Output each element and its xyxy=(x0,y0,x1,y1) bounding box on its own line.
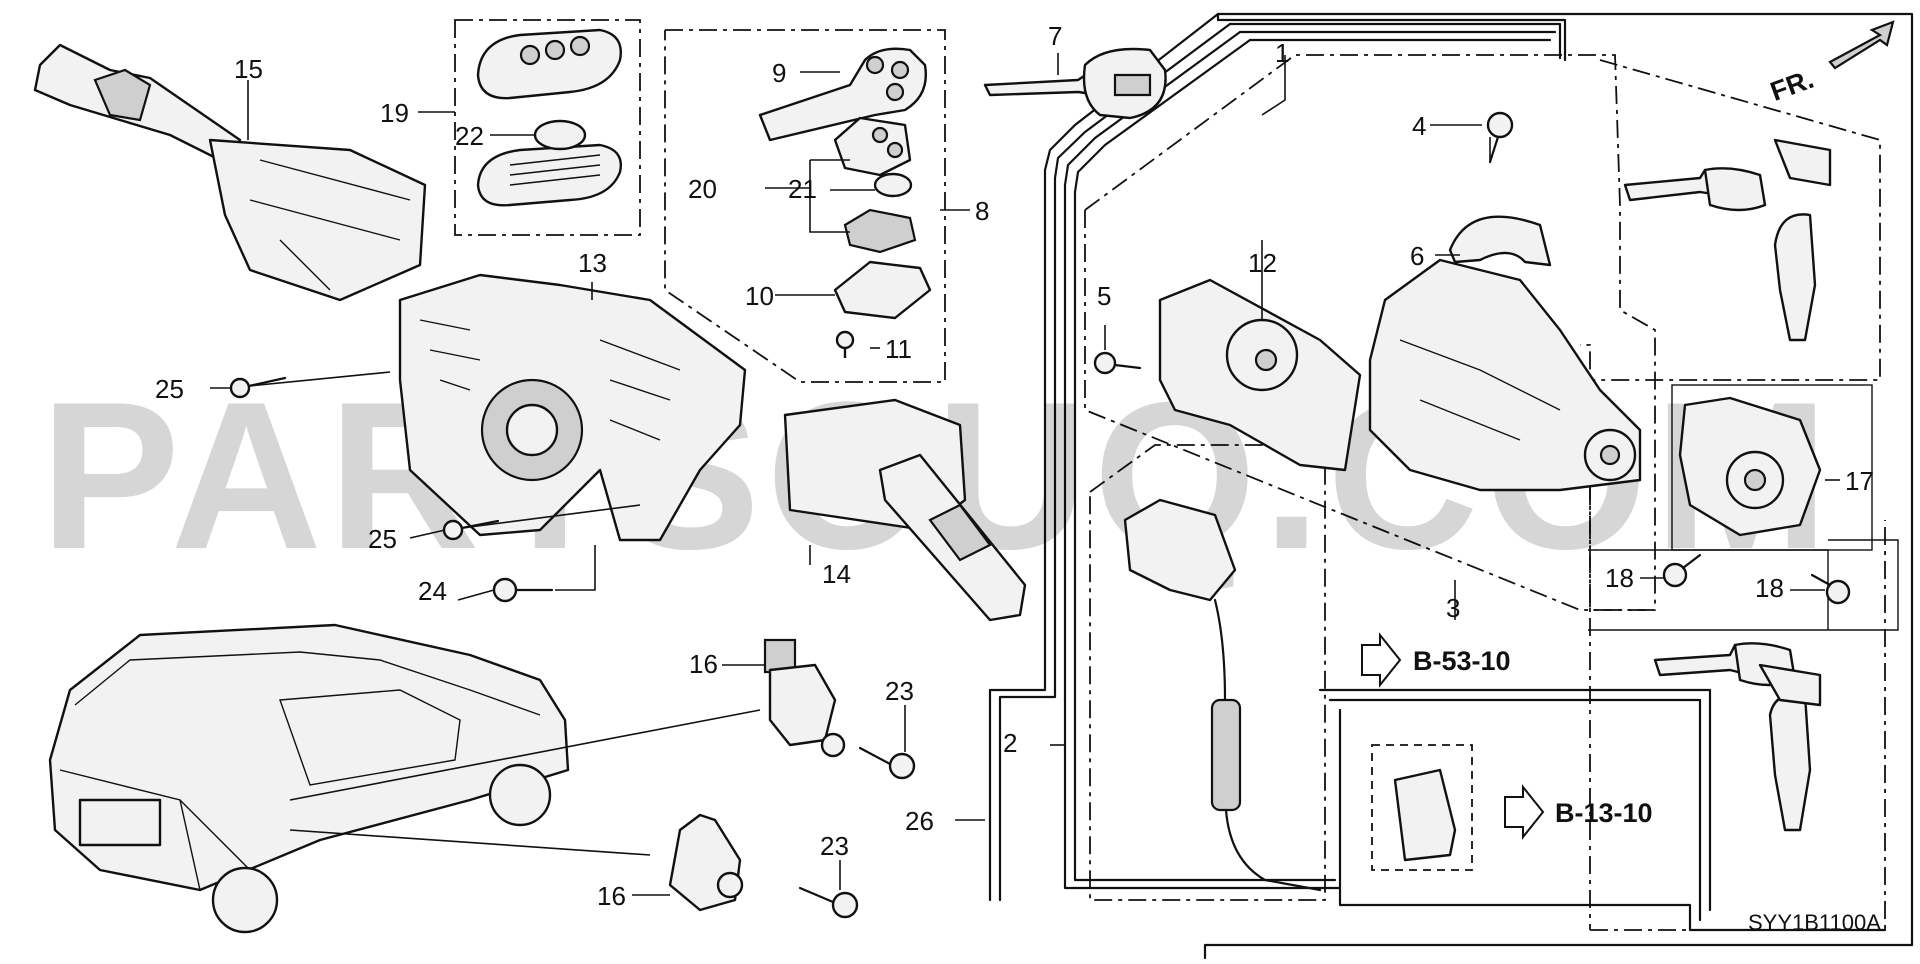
callout-10[interactable]: 10 xyxy=(745,281,774,311)
callout-13[interactable]: 13 xyxy=(578,248,607,278)
part-12-lock-cylinder[interactable] xyxy=(1158,278,1362,472)
callout-4[interactable]: 4 xyxy=(1412,111,1426,141)
callout-25-lower[interactable]: 25 xyxy=(368,524,397,554)
part-2-immobilizer-unit[interactable] xyxy=(1123,498,1322,892)
callout-26[interactable]: 26 xyxy=(905,806,934,836)
part-17-key-cylinder[interactable] xyxy=(1678,396,1822,537)
front-direction-marker: FR. xyxy=(1766,20,1895,107)
callout-numbers: 1 2 3 4 5 6 7 8 9 10 11 12 13 14 15 16 1… xyxy=(155,21,1874,911)
cross-ref-arrow-lower[interactable]: B-13-10 xyxy=(1504,784,1653,840)
part-15-light-switch[interactable] xyxy=(33,43,427,302)
callout-23-upper[interactable]: 23 xyxy=(885,676,914,706)
part-11-screw[interactable] xyxy=(835,330,855,358)
part-14-wiper-switch[interactable] xyxy=(783,398,1027,622)
callout-19[interactable]: 19 xyxy=(380,98,409,128)
callout-6[interactable]: 6 xyxy=(1410,241,1424,271)
callout-8[interactable]: 8 xyxy=(975,196,989,226)
callout-12[interactable]: 12 xyxy=(1248,248,1277,278)
key-set-lower[interactable] xyxy=(1653,642,1822,832)
part-21-battery[interactable] xyxy=(873,172,913,198)
part-19-remote-fob[interactable] xyxy=(476,28,622,207)
key-set-upper[interactable] xyxy=(1623,138,1832,342)
relay-unit[interactable] xyxy=(1393,768,1457,862)
part-23-bolt-lower[interactable] xyxy=(798,886,859,919)
cross-ref-b-13-10[interactable]: B-13-10 xyxy=(1555,798,1653,828)
part-24-bolt[interactable] xyxy=(492,577,554,603)
vehicle-illustration xyxy=(48,623,570,934)
callout-3[interactable]: 3 xyxy=(1446,593,1460,623)
part-20-board[interactable] xyxy=(843,208,917,254)
callout-22[interactable]: 22 xyxy=(455,121,484,151)
part-16-door-switch-lower[interactable] xyxy=(668,813,744,912)
part-18-screw-right[interactable] xyxy=(1810,573,1851,605)
part-7-key[interactable] xyxy=(983,47,1167,120)
part-20-transmitter-shell[interactable] xyxy=(833,116,912,177)
part-13-column-switch-body[interactable] xyxy=(398,273,747,542)
callout-16-upper[interactable]: 16 xyxy=(689,649,718,679)
part-6-clamp[interactable] xyxy=(1448,215,1552,267)
callout-11[interactable]: 11 xyxy=(885,334,912,364)
part-18-screw-left[interactable] xyxy=(1662,553,1702,588)
cross-ref-b-53-10[interactable]: B-53-10 xyxy=(1413,646,1511,676)
cross-ref-arrow-upper[interactable]: B-53-10 xyxy=(1361,632,1511,688)
callout-5[interactable]: 5 xyxy=(1097,281,1111,311)
callout-1[interactable]: 1 xyxy=(1275,38,1289,68)
callout-23-lower[interactable]: 23 xyxy=(820,831,849,861)
callout-20[interactable]: 20 xyxy=(688,174,717,204)
callout-18-left[interactable]: 18 xyxy=(1605,563,1634,593)
callout-25-upper[interactable]: 25 xyxy=(155,374,184,404)
callout-7[interactable]: 7 xyxy=(1048,21,1062,51)
callout-14[interactable]: 14 xyxy=(822,559,851,589)
part-3-steering-lock-assembly[interactable] xyxy=(1368,258,1642,492)
callout-9[interactable]: 9 xyxy=(772,58,786,88)
callout-21[interactable]: 21 xyxy=(788,174,817,204)
fr-label: FR. xyxy=(1766,64,1817,107)
part-16-door-switch-upper[interactable] xyxy=(763,638,846,758)
diagram-code: SYY1B1100A xyxy=(1748,910,1881,935)
part-9-key-transmitter[interactable] xyxy=(758,47,927,142)
callout-17[interactable]: 17 xyxy=(1845,466,1874,496)
part-10-cover[interactable] xyxy=(833,260,932,320)
leader-lines xyxy=(210,53,1840,896)
callout-24[interactable]: 24 xyxy=(418,576,447,606)
callout-2[interactable]: 2 xyxy=(1003,728,1017,758)
part-23-bolt-upper[interactable] xyxy=(858,746,916,780)
group-outlines xyxy=(454,12,1914,960)
callout-18-right[interactable]: 18 xyxy=(1755,573,1784,603)
callout-16-lower[interactable]: 16 xyxy=(597,881,626,911)
part-5-bolt[interactable] xyxy=(1093,351,1142,375)
callout-15[interactable]: 15 xyxy=(234,54,263,84)
part-22-battery[interactable] xyxy=(533,119,587,151)
part-4-bolt[interactable] xyxy=(1486,111,1514,164)
